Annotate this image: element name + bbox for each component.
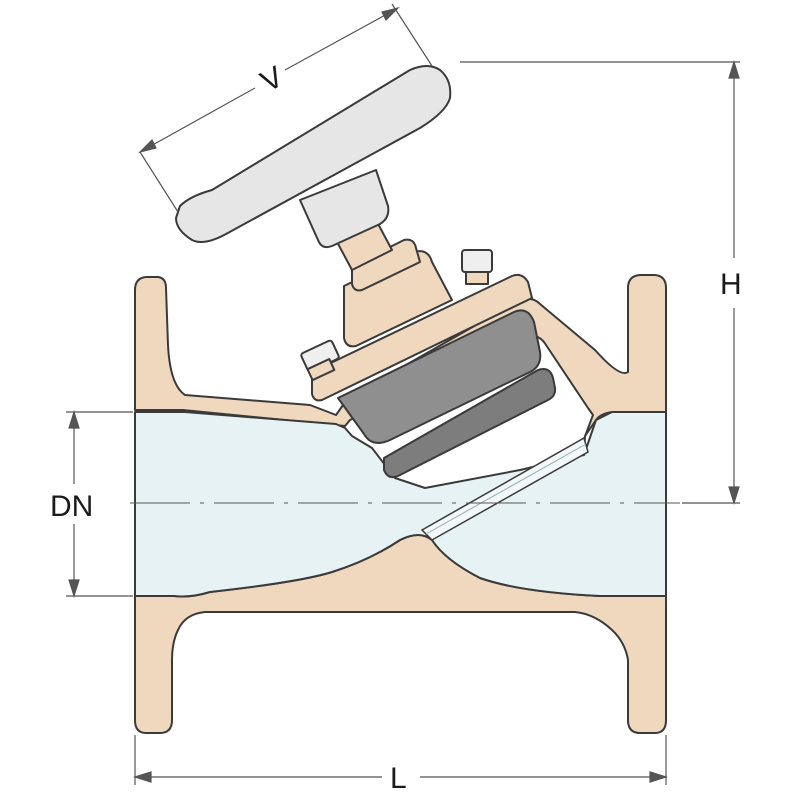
handwheel [175,65,452,249]
v-extension-left [139,151,179,213]
v-extension-right [391,3,433,67]
dimension-lines [66,3,740,785]
h-arrow-bottom [728,486,740,506]
bonnet [300,219,557,479]
l-arrow-left [132,771,152,783]
v-arrow-right [381,6,400,22]
flow-passage [134,411,667,598]
v-dimension-line-left [139,87,256,153]
dimension-label-h: H [720,268,742,301]
l-arrow-right [649,771,669,783]
seat-channel-edge [425,443,587,535]
dimension-label-l: L [390,762,407,795]
dn-arrow-top [68,409,80,429]
dn-arrow-bottom [68,579,80,599]
bonnet-flange [311,273,533,402]
bonnet-bolt-right [461,249,493,285]
dimension-label-v: V [255,60,288,99]
h-arrow-top [728,59,740,79]
handwheel-hub [299,169,390,249]
v-arrow-left [138,138,157,154]
disc-holder [337,309,542,444]
handwheel-rim [175,65,452,243]
packing-nut [351,238,421,292]
v-dimension-line-right [284,7,399,71]
bonnet-bolt-left [300,339,340,382]
dimension-label-dn: DN [50,490,93,523]
valve-disc [383,368,557,479]
